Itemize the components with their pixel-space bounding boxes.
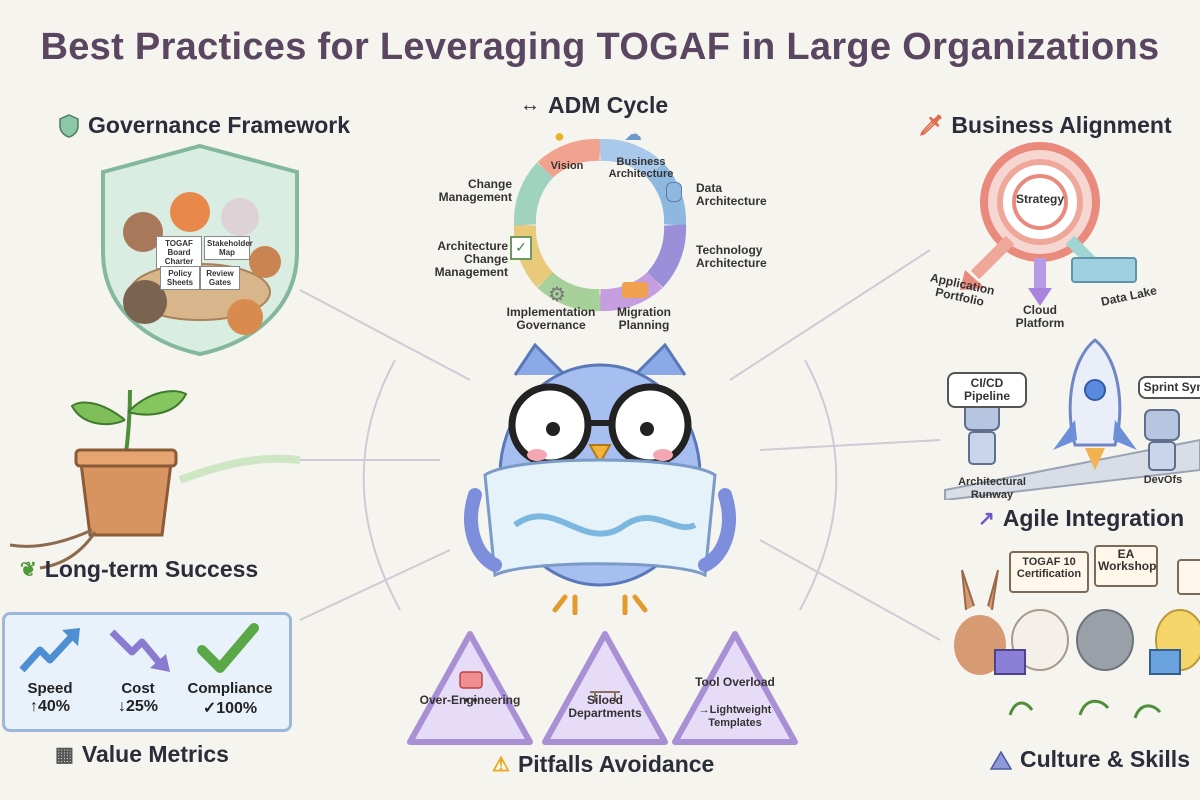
governance-note: Review Gates [200, 266, 240, 290]
governance-note: Stakeholder Map [204, 236, 253, 260]
adm-stage-migration: Migration Planning [617, 305, 671, 332]
triangle-icon [990, 750, 1012, 770]
lightbulb-icon: ● [554, 126, 565, 146]
grid-icon: ▦ [55, 744, 74, 766]
value-metrics-heading: ▦ Value Metrics [55, 741, 229, 767]
check-icon [197, 623, 259, 673]
down-trend-icon [109, 629, 170, 672]
arrows-icon: ↔ [520, 94, 540, 116]
pitfalls-heading: ⚠ Pitfalls Avoidance [492, 751, 715, 777]
pitfall-siloed-departments: Siloed Departments [568, 693, 642, 720]
pitfall-lightweight-templates: →Lightweight Templates [698, 704, 772, 729]
governance-note: TOGAF Board Charter [156, 236, 202, 269]
business-alignment-heading: 🗡 Business Alignment [918, 112, 1172, 138]
owl-mascot [464, 342, 736, 615]
label-devops: DevOfs [1143, 474, 1183, 486]
adm-stage-technology: Technology Architecture [696, 243, 767, 270]
truck-icon [622, 282, 648, 298]
sprout-icon: ❦ [20, 559, 37, 581]
metric-value-speed: ↑40% [29, 698, 71, 715]
label-architectural-runway: Architectural Runway [958, 476, 1026, 501]
shield-icon [59, 113, 79, 138]
adm-stage-business: Business Architecture [608, 156, 674, 180]
metric-value-cost: ↓25% [117, 698, 159, 715]
pitfall-over-engineering: Over-Engineering [419, 693, 521, 707]
page-title: Best Practices for Leveraging TOGAF in L… [40, 26, 1160, 68]
pitfall-triangles [407, 631, 798, 745]
up-trend-icon [19, 628, 80, 673]
strategy-label: Strategy [1015, 192, 1065, 206]
cloud-icon: ☁ [624, 124, 642, 144]
adm-stage-arch-change: Architecture Change Management [434, 239, 508, 279]
book-ea-workshop: EA Workshop [1098, 547, 1157, 573]
up-arrow-icon: ↗ [978, 508, 995, 530]
agile-scene [944, 338, 1200, 500]
long-term-heading: ❦ Long-term Success [20, 556, 259, 582]
strategy-target [960, 142, 1137, 306]
target-cloud-platform: Cloud Platform [1015, 303, 1065, 330]
metrics-panel [2, 612, 292, 732]
pitfall-tool-overload: Tool Overload [695, 675, 775, 689]
bubble-cicd: CI/CD Pipeline [947, 372, 1027, 408]
wrench-icon: 🗡 [918, 115, 944, 137]
bubble-sprint-sync: Sprint Sync [1138, 376, 1200, 399]
governance-note: Policy Sheets [160, 266, 200, 290]
warning-icon: ⚠ [492, 754, 510, 776]
metric-label-cost: Cost [121, 680, 155, 697]
adm-cycle-heading: ↔ ADM Cycle [520, 92, 669, 118]
agile-integration-heading: ↗ Agile Integration [978, 505, 1185, 531]
adm-stage-change: Change Management [438, 177, 512, 204]
adm-stage-vision: Vision [550, 160, 584, 172]
metric-label-compliance: Compliance [187, 680, 273, 697]
culture-scene [954, 545, 1200, 719]
metric-value-compliance: ✓100% [202, 700, 258, 717]
book-togaf-certification: TOGAF 10 Certification [1016, 556, 1082, 580]
gear-icon: ⚙ [548, 284, 566, 306]
metric-label-speed: Speed [27, 680, 73, 697]
database-icon [666, 182, 682, 202]
plant-pot [9, 389, 300, 570]
governance-heading: Governance Framework [58, 112, 350, 139]
culture-heading: Culture & Skills [990, 746, 1190, 773]
checklist-icon: ✓ [510, 236, 532, 260]
adm-stage-data: Data Architecture [696, 181, 767, 208]
adm-stage-implementation: Implementation Governance [506, 305, 596, 332]
